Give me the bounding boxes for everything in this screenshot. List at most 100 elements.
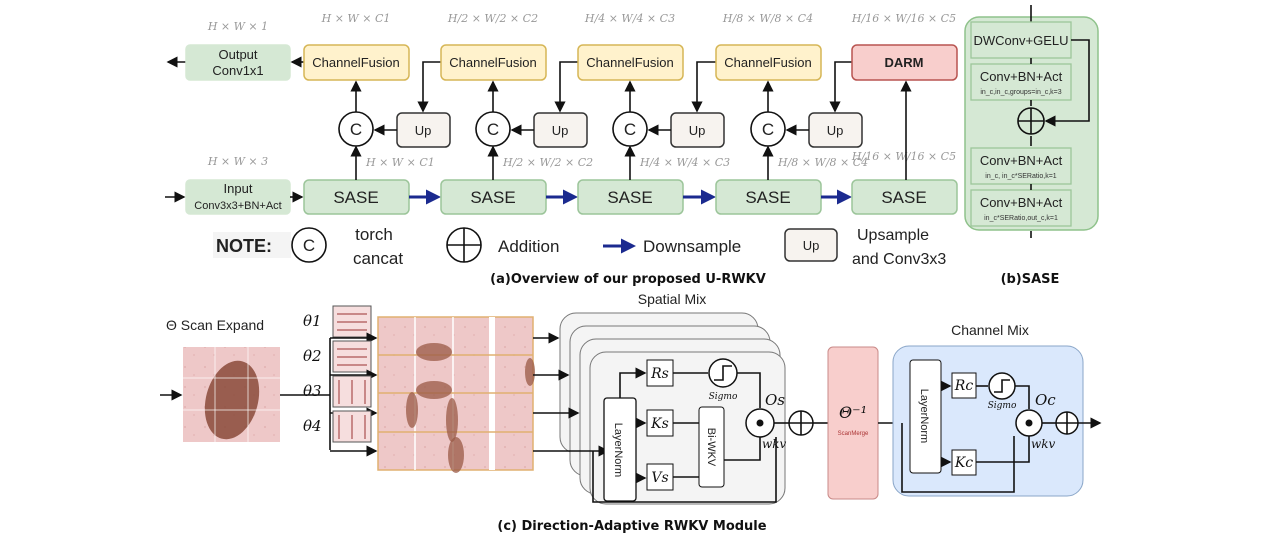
sase-caption: (b)SASE — [1001, 272, 1060, 287]
lesion-image — [183, 347, 280, 442]
concat-legend-icon — [291, 227, 327, 263]
sase-block — [970, 21, 1072, 59]
kc-box — [951, 449, 977, 476]
sase-box — [851, 179, 958, 215]
channel-layernorm — [909, 359, 942, 474]
bottom-dim-label: H/16 × W/16 × C5 — [851, 150, 956, 163]
sase-label: SASE — [607, 188, 652, 207]
channel-fusion-label: ChannelFusion — [586, 55, 673, 70]
top-dim-label: H/8 × W/8 × C4 — [722, 12, 813, 25]
scan-merge-block — [827, 346, 879, 500]
spatial-layernorm-label: LayerNorm — [612, 423, 624, 477]
spatial-addition-icon — [788, 410, 814, 436]
overview-section: Output Conv1x1 H × W × 1 Input Conv3x3+B… — [165, 12, 958, 287]
darm-label: DARM — [885, 55, 924, 70]
up-label: Up — [415, 123, 432, 138]
sase-block — [970, 147, 1072, 185]
sigmoid-icon — [708, 358, 738, 388]
bottom-dim-label: H/4 × W/4 × C3 — [639, 156, 730, 169]
spatial-mix-title: Spatial Mix — [638, 291, 706, 307]
up-legend-box — [784, 228, 838, 262]
note-concat-line1: torch — [355, 225, 393, 244]
sase-block — [970, 189, 1072, 227]
rs-label: Rs — [650, 366, 669, 382]
spatial-multiply-icon — [745, 408, 775, 438]
input-label: Input — [224, 181, 253, 196]
note-addition: Addition — [498, 237, 559, 256]
sase-label: SASE — [745, 188, 790, 207]
channel-sigmoid-label: Sigmo — [988, 401, 1017, 411]
note-up: Up — [803, 238, 820, 253]
bi-wkv-box — [698, 406, 725, 488]
channel-wkv-label: wkv — [1031, 437, 1056, 451]
theta-label: θ3 — [303, 382, 322, 400]
top-dim-label: H/16 × W/16 × C5 — [851, 12, 956, 25]
channel-layernorm-label: LayerNorm — [918, 389, 930, 443]
channel-fusion-label: ChannelFusion — [312, 55, 399, 70]
ks-label: Ks — [650, 416, 669, 432]
channel-addition-icon — [1055, 411, 1079, 435]
sase-addition-icon — [1017, 107, 1045, 135]
note-title: NOTE: — [216, 236, 272, 256]
input-conv-label: Conv3x3+BN+Act — [194, 200, 281, 212]
rc-label: Rc — [954, 378, 974, 394]
output-box — [185, 44, 291, 81]
concat-symbol: C — [762, 120, 774, 139]
channel-mix-title: Channel Mix — [951, 322, 1029, 338]
sase-label: SASE — [333, 188, 378, 207]
concat-symbol: C — [303, 236, 315, 255]
concat-symbol: C — [350, 120, 362, 139]
bottom-dim-label: H/8 × W/8 × C4 — [777, 156, 868, 169]
top-dim-label: H/4 × W/4 × C3 — [584, 12, 675, 25]
vs-label: Vs — [651, 470, 668, 486]
up-label: Up — [689, 123, 706, 138]
theta-label: θ4 — [303, 417, 322, 435]
channel-fusion-label: ChannelFusion — [724, 55, 811, 70]
spatial-mix-block — [589, 351, 786, 505]
note-downsample: Downsample — [643, 237, 741, 256]
channel-fusion-box — [715, 44, 822, 81]
scan-expand-label: Θ Scan Expand — [166, 317, 264, 333]
output-dim: H × W × 1 — [207, 20, 268, 33]
expanded-patch-grid — [377, 316, 535, 473]
channel-fusion-label: ChannelFusion — [449, 55, 536, 70]
theta-label: θ1 — [303, 312, 322, 330]
note-upsample-line2: and Conv3x3 — [852, 251, 946, 268]
oc-label: Oc — [1035, 391, 1056, 409]
sase-block-title: DWConv+GELU — [974, 33, 1069, 48]
channel-fusion-box — [440, 44, 547, 81]
scan-merge-symbol: Θ⁻¹ — [839, 403, 867, 422]
addition-legend-icon — [446, 227, 482, 263]
note-concat-line2: cancat — [353, 249, 403, 268]
note-upsample-line1: Upsample — [857, 227, 929, 244]
channel-multiply-icon — [1015, 409, 1043, 437]
sase-section: DWConv+GELU Conv+BN+Act in_c,in_c,groups=i… — [964, 5, 1099, 287]
sase-block — [970, 63, 1072, 101]
input-dim: H × W × 3 — [207, 155, 268, 168]
top-dim-label: H × W × C1 — [321, 12, 391, 25]
os-label: Os — [765, 391, 785, 409]
darm-caption: (c) Direction-Adaptive RWKV Module — [497, 519, 766, 534]
sase-block-title: Conv+BN+Act — [980, 153, 1063, 168]
spatial-wkv-label: wkv — [762, 437, 787, 451]
up-label: Up — [552, 123, 569, 138]
ks-box — [646, 409, 674, 437]
overview-caption: (a)Overview of our proposed U-RWKV — [490, 272, 766, 287]
channel-sigmoid-icon — [988, 372, 1016, 400]
output-label: Output — [218, 47, 257, 62]
sase-block-params: in_c,in_c,groups=in_c,k=3 — [980, 89, 1061, 96]
concat-symbol: C — [487, 120, 499, 139]
channel-fusion-box — [577, 44, 684, 81]
sase-label: SASE — [881, 188, 926, 207]
channel-fusion-box — [303, 44, 410, 81]
rc-box — [951, 372, 977, 399]
sase-block-title: Conv+BN+Act — [980, 195, 1063, 210]
spatial-sigmoid-label: Sigmo — [709, 392, 738, 402]
scan-merge-label: ScanMerge — [838, 431, 869, 437]
bi-wkv-label: Bi-WKV — [705, 428, 717, 467]
top-dim-label: H/2 × W/2 × C2 — [447, 12, 538, 25]
kc-label: Kc — [954, 455, 973, 471]
sase-block-title: Conv+BN+Act — [980, 69, 1063, 84]
